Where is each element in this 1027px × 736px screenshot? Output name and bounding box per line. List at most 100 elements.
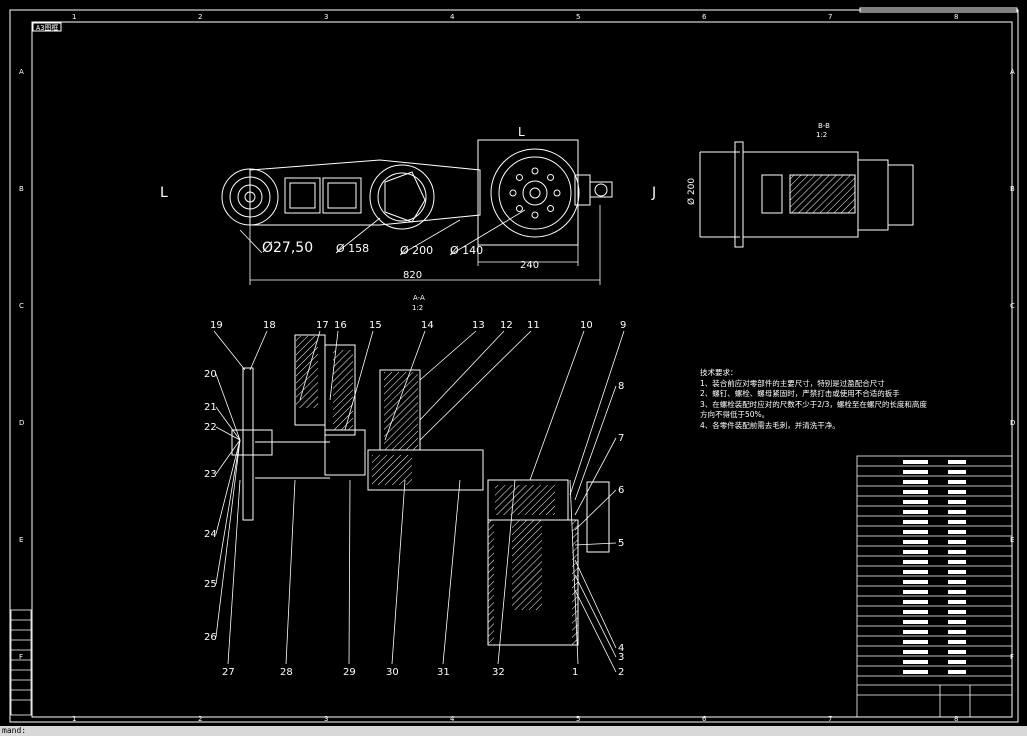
leader-line	[419, 330, 477, 381]
grid-row-label: E	[19, 536, 23, 544]
part-number-label: 22	[204, 422, 217, 433]
part-number-label: 29	[343, 667, 356, 678]
dim-d158: Ø 158	[336, 242, 369, 255]
part-number-label: 12	[500, 320, 513, 331]
bom-cell	[903, 590, 928, 594]
leader-line	[419, 330, 532, 441]
leader-line	[344, 330, 374, 431]
dim-820: 820	[403, 270, 422, 281]
leader-line	[215, 439, 241, 585]
bom-cell	[903, 480, 928, 484]
part-number-label: 5	[618, 538, 624, 549]
bom-cell	[903, 650, 928, 654]
leader-line	[215, 406, 241, 441]
bolt-hole	[547, 205, 555, 213]
bom-cell	[948, 640, 966, 644]
leader-line	[215, 439, 241, 638]
grid-row-label: B	[1010, 185, 1015, 193]
leader-line	[299, 330, 321, 401]
grid-column-label: 7	[828, 715, 832, 723]
leader-line	[574, 574, 617, 658]
leader-line	[384, 330, 426, 441]
part-number-label: 32	[492, 667, 505, 678]
leader-line	[348, 479, 351, 665]
grid-column-label: 4	[450, 13, 455, 21]
grid-column-label: 1	[72, 715, 76, 723]
grid-column-label: 3	[324, 13, 328, 21]
grid-column-label: 7	[828, 13, 832, 21]
bolt-hole	[515, 205, 523, 213]
top-view-arm	[221, 139, 613, 246]
technical-notes-title: 技术要求：	[700, 368, 738, 377]
drawing-frame	[9, 7, 1019, 723]
leader-line	[569, 330, 625, 496]
leader-line	[574, 385, 617, 501]
leader-line	[497, 479, 516, 665]
technical-note-line: 2、螺钉、螺栓、螺母紧固时，严禁打击或使用不合适的扳手	[700, 389, 900, 398]
bom-cell	[903, 580, 928, 584]
leader-line	[574, 559, 617, 649]
bom-cell	[903, 470, 928, 474]
bolt-hole	[509, 189, 517, 197]
grid-row-label: C	[1010, 302, 1015, 310]
grid-column-label: 4	[450, 715, 455, 723]
technical-note-line: 1、装合前应对零部件的主要尺寸，特别是过盈配合尺寸	[700, 378, 885, 388]
svg-text:A-A: A-A	[413, 294, 425, 302]
bom-cell	[903, 520, 928, 524]
bom-cell	[948, 630, 966, 634]
dimension-lines	[239, 205, 601, 285]
part-number-label: 13	[472, 320, 485, 331]
leader-line	[329, 330, 339, 401]
grid-row-label: A	[1010, 68, 1015, 76]
bom-cell	[948, 520, 966, 524]
part-number-label: 7	[618, 433, 624, 444]
bom-cell	[948, 610, 966, 614]
grid-row-label: A	[19, 68, 24, 76]
bom-cell	[948, 570, 966, 574]
bom-cell	[948, 470, 966, 474]
technical-note-line: 3、在螺栓装配时应对的尺数不少于2/3，螺栓至在螺尺的长度和高度	[700, 399, 927, 409]
view-marker-left: L	[160, 185, 168, 201]
top-view-bolt-holes	[509, 167, 561, 219]
part-number-label: 17	[316, 320, 329, 331]
bom-cell	[903, 490, 928, 494]
leader-line	[391, 479, 406, 665]
grid-column-label: 5	[576, 715, 580, 723]
grid-row-label: F	[19, 653, 23, 661]
command-line[interactable]: mand:	[0, 726, 1027, 736]
part-number-label: 23	[204, 469, 217, 480]
bolt-hole	[531, 167, 539, 175]
part-number-label: 31	[437, 667, 450, 678]
part-number-label: 1	[572, 667, 578, 678]
dim-d200-side: Ø 200	[686, 178, 697, 205]
command-line-text: mand:	[2, 726, 27, 735]
leader-line	[249, 330, 268, 371]
bom-cell	[948, 540, 966, 544]
leader-line	[569, 479, 579, 665]
grid-column-label: 8	[954, 13, 958, 21]
svg-text:1:2: 1:2	[412, 304, 423, 312]
grid-row-label: D	[1010, 419, 1015, 427]
bom-cell	[903, 660, 928, 664]
revision-rows	[11, 619, 31, 701]
grid-column-label: 6	[702, 715, 707, 723]
bom-cell	[903, 460, 928, 464]
bom-cell	[948, 660, 966, 664]
title-block	[856, 455, 1013, 718]
leader-line	[574, 542, 617, 546]
leader-line	[285, 479, 296, 665]
part-number-label: 14	[421, 320, 434, 331]
side-view-bb: B-B 1:2 Ø 200	[686, 122, 914, 248]
bom-cell	[903, 610, 928, 614]
bom-cell	[903, 540, 928, 544]
part-number-label: 24	[204, 529, 217, 540]
bom-cell	[948, 590, 966, 594]
bom-cell	[948, 510, 966, 514]
dim-d140: Ø 140	[450, 244, 483, 257]
part-number-label: 10	[580, 320, 593, 331]
